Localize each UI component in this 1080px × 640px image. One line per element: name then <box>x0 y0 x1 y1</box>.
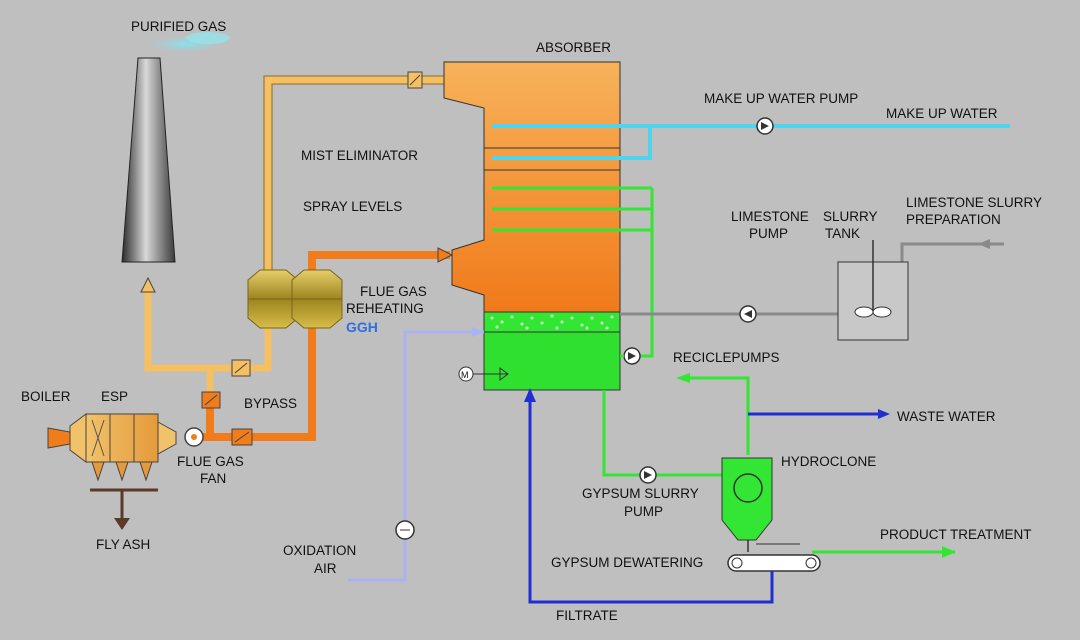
ggh-label: GGH <box>346 319 378 335</box>
make-up-water-line <box>492 124 1010 160</box>
oxidation-air-line <box>348 330 484 582</box>
boiler-nozzle <box>47 427 71 449</box>
absorber-label: ABSORBER <box>536 40 611 55</box>
make-up-water-pump-label: MAKE UP WATER PUMP <box>704 91 858 106</box>
motor-label: M <box>461 370 469 380</box>
hydroclone <box>721 457 800 552</box>
clean-gas-duct-outline <box>263 75 444 285</box>
slurry-tank-label-2: TANK <box>825 226 860 241</box>
limestone-feed-line <box>620 242 1004 316</box>
hydroclone-label: HYDROCLONE <box>781 454 876 469</box>
spray-level-lines <box>492 186 654 358</box>
gypsum-slurry-line <box>602 376 955 554</box>
gypsum-slurry-pump-label-1: GYPSUM SLURRY <box>582 486 699 501</box>
limestone-pump-label-1: LIMESTONE <box>731 209 809 224</box>
slurry-tank <box>837 240 909 341</box>
filtrate-label: FILTRATE <box>556 608 618 623</box>
oxidation-air-label-1: OXIDATION <box>283 543 356 558</box>
purified-gas-label: PURIFIED GAS <box>131 19 226 34</box>
gypsum-dewatering-label: GYPSUM DEWATERING <box>551 555 703 570</box>
bypass-label: BYPASS <box>244 396 297 411</box>
make-up-water-label: MAKE UP WATER <box>886 106 998 121</box>
gypsum-dewatering-belt <box>727 554 821 572</box>
mist-eliminator-label: MIST ELIMINATOR <box>301 148 418 163</box>
recicle-pumps-label: RECICLEPUMPS <box>673 350 780 365</box>
flue-gas-inlet-arrow <box>437 247 454 263</box>
flue-gas-fan-label-1: FLUE GAS <box>177 454 244 469</box>
waste-water-label: WASTE WATER <box>897 409 996 424</box>
clean-gas-duct <box>144 76 444 410</box>
filtrate-line <box>528 390 774 604</box>
esp-precipitator <box>69 413 177 530</box>
absorber-bubbles <box>490 314 614 330</box>
boiler-label: BOILER <box>21 389 71 404</box>
oxidation-air-label-2: AIR <box>314 561 337 576</box>
ggh-heater <box>247 269 343 329</box>
stack-inlet-arrow <box>140 276 156 293</box>
agitator-motor <box>458 366 509 382</box>
fly-ash-label: FLY ASH <box>96 537 150 552</box>
chimney-stack <box>121 57 176 263</box>
limestone-pump-label-2: PUMP <box>749 226 788 241</box>
flue-gas-reheating-label-2: REHEATING <box>346 301 424 316</box>
absorber-tower <box>443 61 621 391</box>
limestone-preparation-label-2: PREPARATION <box>906 212 1001 227</box>
product-treatment-label: PRODUCT TREATMENT <box>880 527 1032 542</box>
esp-label: ESP <box>101 389 128 404</box>
flue-gas-fan-label-2: FAN <box>200 471 226 486</box>
limestone-preparation-label-1: LIMESTONE SLURRY <box>906 195 1042 210</box>
slurry-tank-label-1: SLURRY <box>823 209 878 224</box>
spray-levels-label: SPRAY LEVELS <box>303 199 402 214</box>
gypsum-slurry-pump-label-2: PUMP <box>624 504 663 519</box>
flue-gas-reheating-label-1: FLUE GAS <box>360 284 427 299</box>
